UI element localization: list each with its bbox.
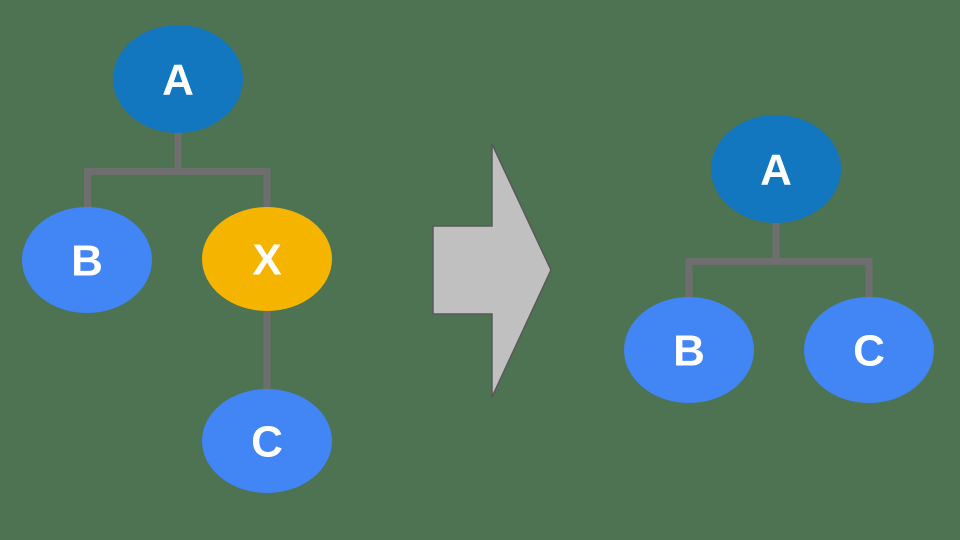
node-label: C (853, 327, 885, 376)
node-before-x[interactable]: X (202, 207, 332, 311)
node-shape (202, 207, 332, 311)
node-label: A (760, 146, 792, 195)
node-after-a[interactable]: A (711, 115, 841, 223)
node-shape (624, 297, 754, 403)
node-before-c[interactable]: C (202, 389, 332, 493)
node-label: C (251, 418, 283, 467)
node-label: A (162, 56, 194, 105)
node-shape (113, 25, 243, 133)
after-tree-edges (685, 220, 873, 300)
node-before-b[interactable]: B (22, 207, 152, 313)
node-shape (22, 207, 152, 313)
node-label: B (673, 327, 705, 376)
before-tree-edges (84, 130, 271, 395)
node-shape (804, 297, 934, 403)
node-after-b[interactable]: B (624, 297, 754, 403)
node-shape (711, 115, 841, 223)
node-before-a[interactable]: A (113, 25, 243, 133)
node-after-c[interactable]: C (804, 297, 934, 403)
after-tree: A B C (624, 115, 934, 403)
transformation-arrow-icon (432, 143, 552, 398)
before-tree: A B X C (22, 25, 332, 493)
node-label: X (252, 236, 281, 285)
node-label: B (71, 237, 103, 286)
node-shape (202, 389, 332, 493)
